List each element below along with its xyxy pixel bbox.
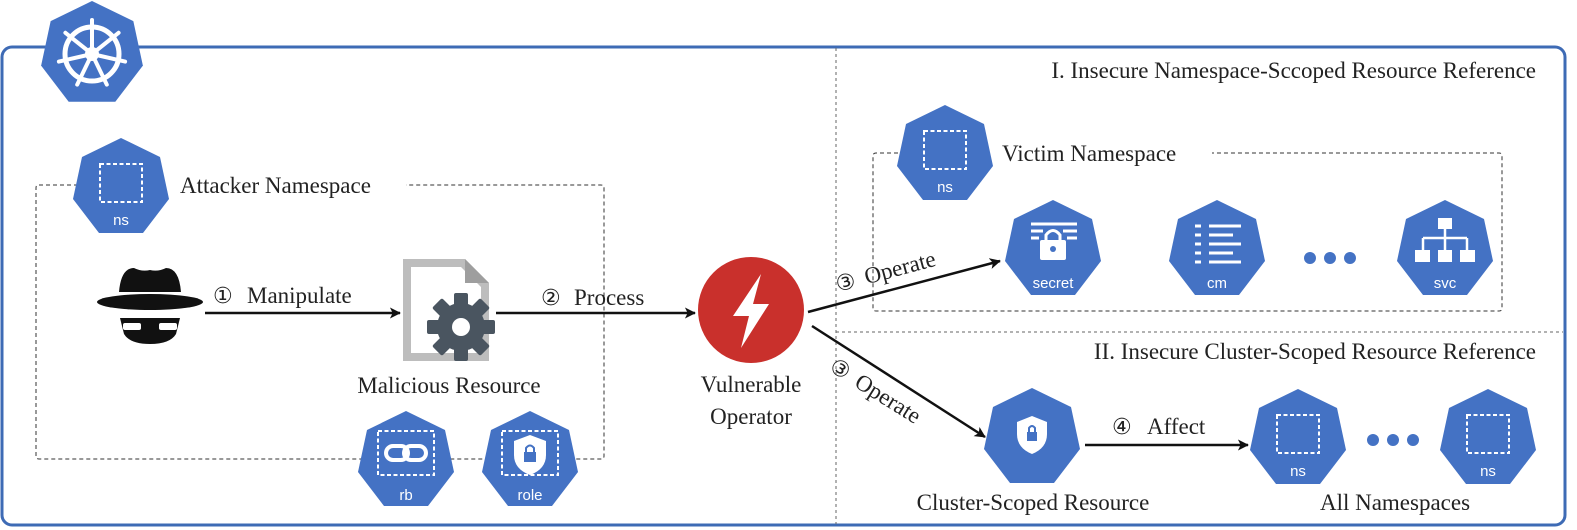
all-ns-icon-2: ns [1440,389,1536,484]
all-ns-label-2: ns [1480,463,1496,480]
ellipsis-icon [1304,252,1356,264]
role-icon: role [482,411,578,506]
shield-lock-icon [514,435,546,475]
victim-ns-icon: ns [897,105,993,200]
lightning-icon [733,274,769,348]
cluster-resource-label: Cluster-Scoped Resource [917,490,1150,515]
role-label: role [517,487,542,504]
arrow-operate-bottom [811,324,986,439]
step-manipulate-text: Manipulate [247,283,352,308]
attacker-ns-icon: ns [73,138,169,233]
rb-label: rb [399,487,412,504]
step-process-text: Process [574,285,644,310]
step-affect-number: ④ [1112,415,1132,440]
svc-label: svc [1434,275,1457,292]
victim-namespace-label: Victim Namespace [1002,141,1176,166]
secret-icon: secret [1005,200,1101,295]
cm-label: cm [1207,275,1227,292]
step-affect-text: Affect [1147,414,1206,439]
section-title-namespace-scoped: I. Insecure Namespace-Sccoped Resource R… [1051,58,1536,83]
malicious-resource-label: Malicious Resource [357,373,540,398]
document-gear-icon [403,259,495,361]
step-operate-bottom-label: Operate [851,369,926,429]
configmap-icon: cm [1169,200,1265,295]
step-operate-top-text: ③ Operate [833,246,939,298]
all-ns-label-1: ns [1290,463,1306,480]
step-operate-top-number: ③ [833,269,859,298]
rb-icon: rb [358,411,454,506]
all-namespaces-label: All Namespaces [1320,490,1470,515]
operator-icon [698,257,804,363]
all-ns-icon-1: ns [1250,389,1346,484]
cluster-resource-icon [984,388,1080,483]
step-manipulate-number: ① [213,284,233,309]
secret-label: secret [1033,275,1075,292]
attacker-namespace-box [35,184,605,460]
arrow-operate-top [807,258,1001,314]
section-title-cluster-scoped: II. Insecure Cluster-Scoped Resource Ref… [1094,339,1536,364]
victim-ns-label: ns [937,179,953,196]
attacker-ns-label: ns [113,212,129,229]
attacker-namespace-label: Attacker Namespace [180,173,371,198]
service-tree-icon: svc [1397,200,1493,295]
step-operate-bottom-text: ③ Operate [825,353,926,429]
operator-label-line2: Operator [710,404,792,429]
cluster-frame [0,45,1567,527]
kubernetes-wheel-icon [41,1,143,102]
operator-label-line1: Vulnerable [701,372,802,397]
step-operate-top-label: Operate [862,246,939,289]
step-process-number: ② [541,286,561,311]
spy-icon [97,268,203,344]
step-operate-bottom-number: ③ [825,354,855,386]
link-icon [384,444,428,462]
ellipsis-icon [1367,434,1419,446]
